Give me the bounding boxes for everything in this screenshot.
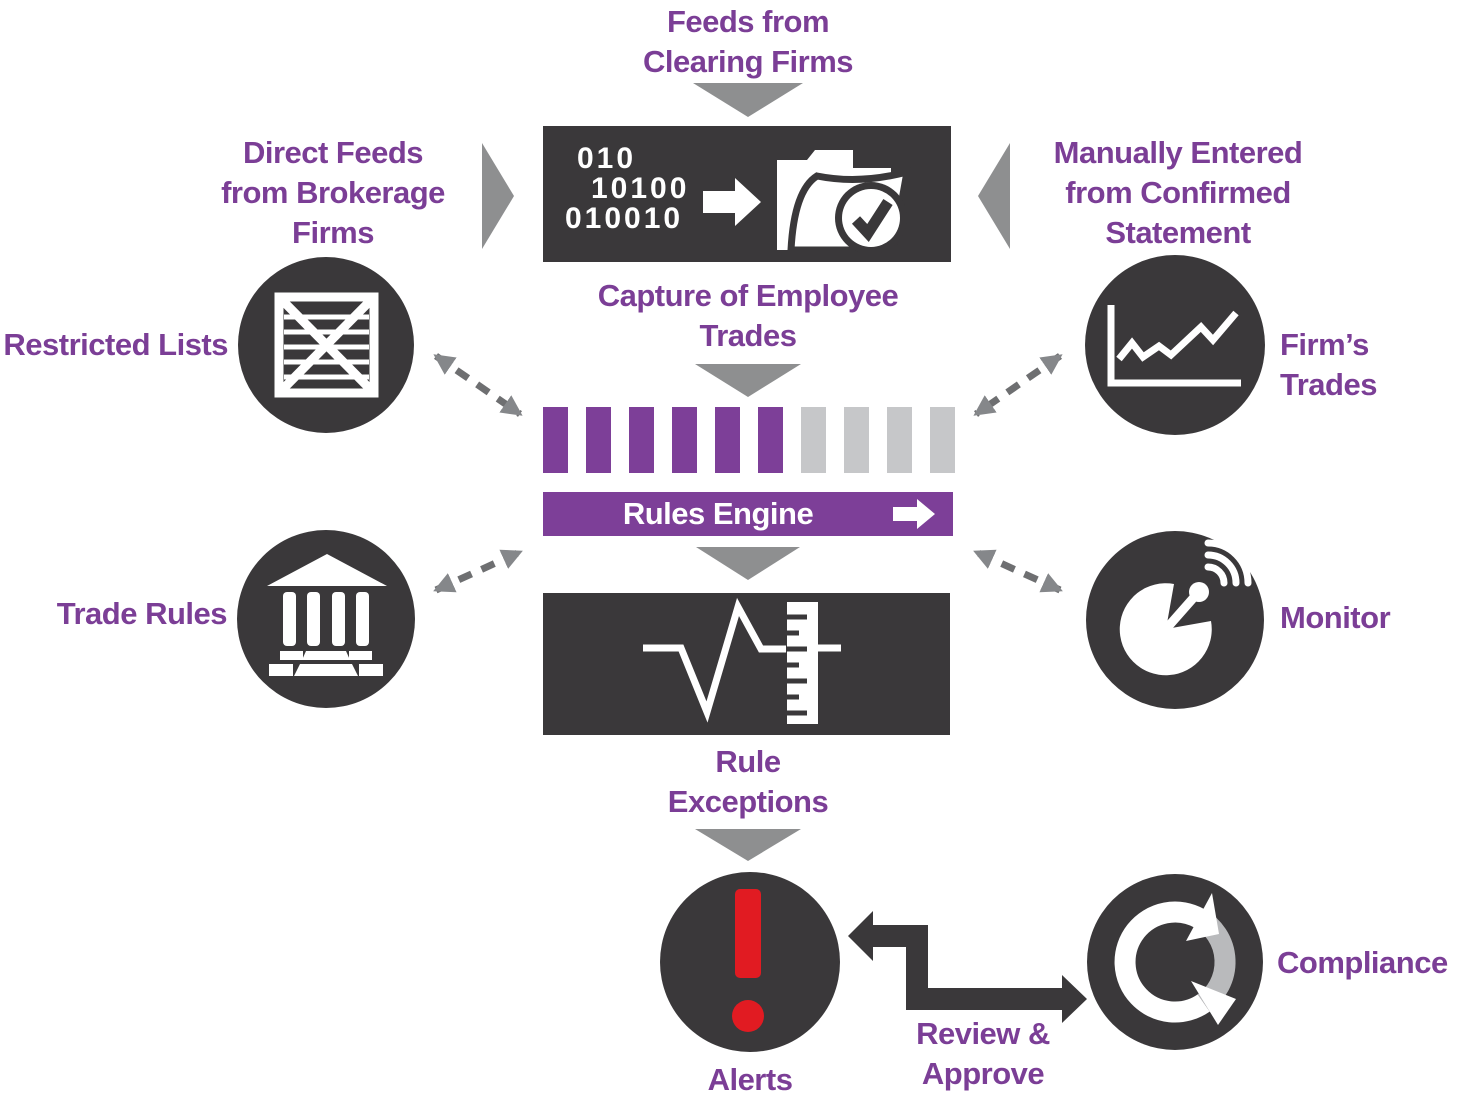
review-approve-arrow-icon: [848, 911, 1087, 1023]
trade-rules-label: Trade Rules: [56, 596, 228, 631]
rule-exceptions-box: [543, 593, 950, 735]
restricted-lists-connector: [433, 353, 523, 417]
rules-to-exceptions-arrow-icon: [696, 547, 800, 580]
folder-check-icon: [777, 150, 911, 254]
ruler-anomaly-icon: [643, 597, 841, 724]
review-approve-label: Review & Approve: [916, 1016, 1050, 1091]
capture-box: 010 10100 010010: [543, 126, 951, 262]
binary-data: 010 10100 010010: [563, 144, 689, 234]
barcode-bar: [844, 407, 869, 473]
right-arrow-icon: [893, 499, 935, 529]
barcode-bar: [543, 407, 568, 473]
right-arrow-icon: [703, 178, 761, 226]
rules-engine-bar: Rules Engine: [543, 492, 953, 536]
barcode-bar: [715, 407, 740, 473]
satellite-dish-icon: [1119, 539, 1252, 676]
restricted-lists-node: [238, 257, 414, 433]
firms-trades-connector: [973, 353, 1063, 417]
capture-caption: Capture of Employee Trades: [597, 278, 899, 353]
barcode-bar: [629, 407, 654, 473]
manual-entry-label: Manually Entered from Confirmed Statemen…: [1053, 135, 1303, 250]
restricted-lists-label: Restricted Lists: [3, 327, 228, 362]
rules-engine-label: Rules Engine: [622, 496, 814, 531]
cycle-arrows-icon: [1114, 893, 1236, 1025]
alerts-node: [660, 872, 840, 1052]
barcode-bar: [801, 407, 826, 473]
binary-line: 010010: [565, 202, 684, 235]
stock-chart-icon: [1107, 305, 1241, 387]
barcode-bar: [930, 407, 955, 473]
barcode-bar: [586, 407, 611, 473]
exclamation-icon: [732, 889, 764, 1032]
brokerage-feeds-label: Direct Feeds from Brokerage Firms: [221, 135, 445, 250]
manual-entry-arrow-icon: [978, 143, 1010, 249]
clearing-feeds-arrow-icon: [693, 83, 803, 117]
alerts-label: Alerts: [707, 1062, 793, 1097]
barcode-bar: [887, 407, 912, 473]
firms-trades-node: [1085, 255, 1265, 435]
firms-trades-label: Firm’s Trades: [1280, 327, 1377, 402]
monitor-label: Monitor: [1280, 600, 1391, 635]
compliance-node: [1087, 874, 1263, 1050]
binary-line: 10100: [591, 172, 690, 205]
clearing-feeds-label: Feeds from Clearing Firms: [642, 4, 854, 79]
bank-icon: [267, 554, 387, 676]
trade-rules-node: [237, 530, 415, 708]
monitor-node: [1086, 531, 1264, 709]
crate-icon: [274, 292, 379, 398]
rule-exceptions-caption: Rule Exceptions: [667, 744, 829, 819]
barcode-bar: [672, 407, 697, 473]
binary-line: 010: [577, 142, 637, 175]
trade-rules-connector: [433, 548, 523, 594]
capture-to-rules-arrow-icon: [695, 364, 801, 397]
monitor-connector: [973, 548, 1063, 594]
barcode-bar: [758, 407, 783, 473]
compliance-label: Compliance: [1277, 945, 1448, 980]
exceptions-to-alerts-arrow-icon: [695, 829, 801, 861]
rules-engine-barcode: [543, 407, 955, 473]
